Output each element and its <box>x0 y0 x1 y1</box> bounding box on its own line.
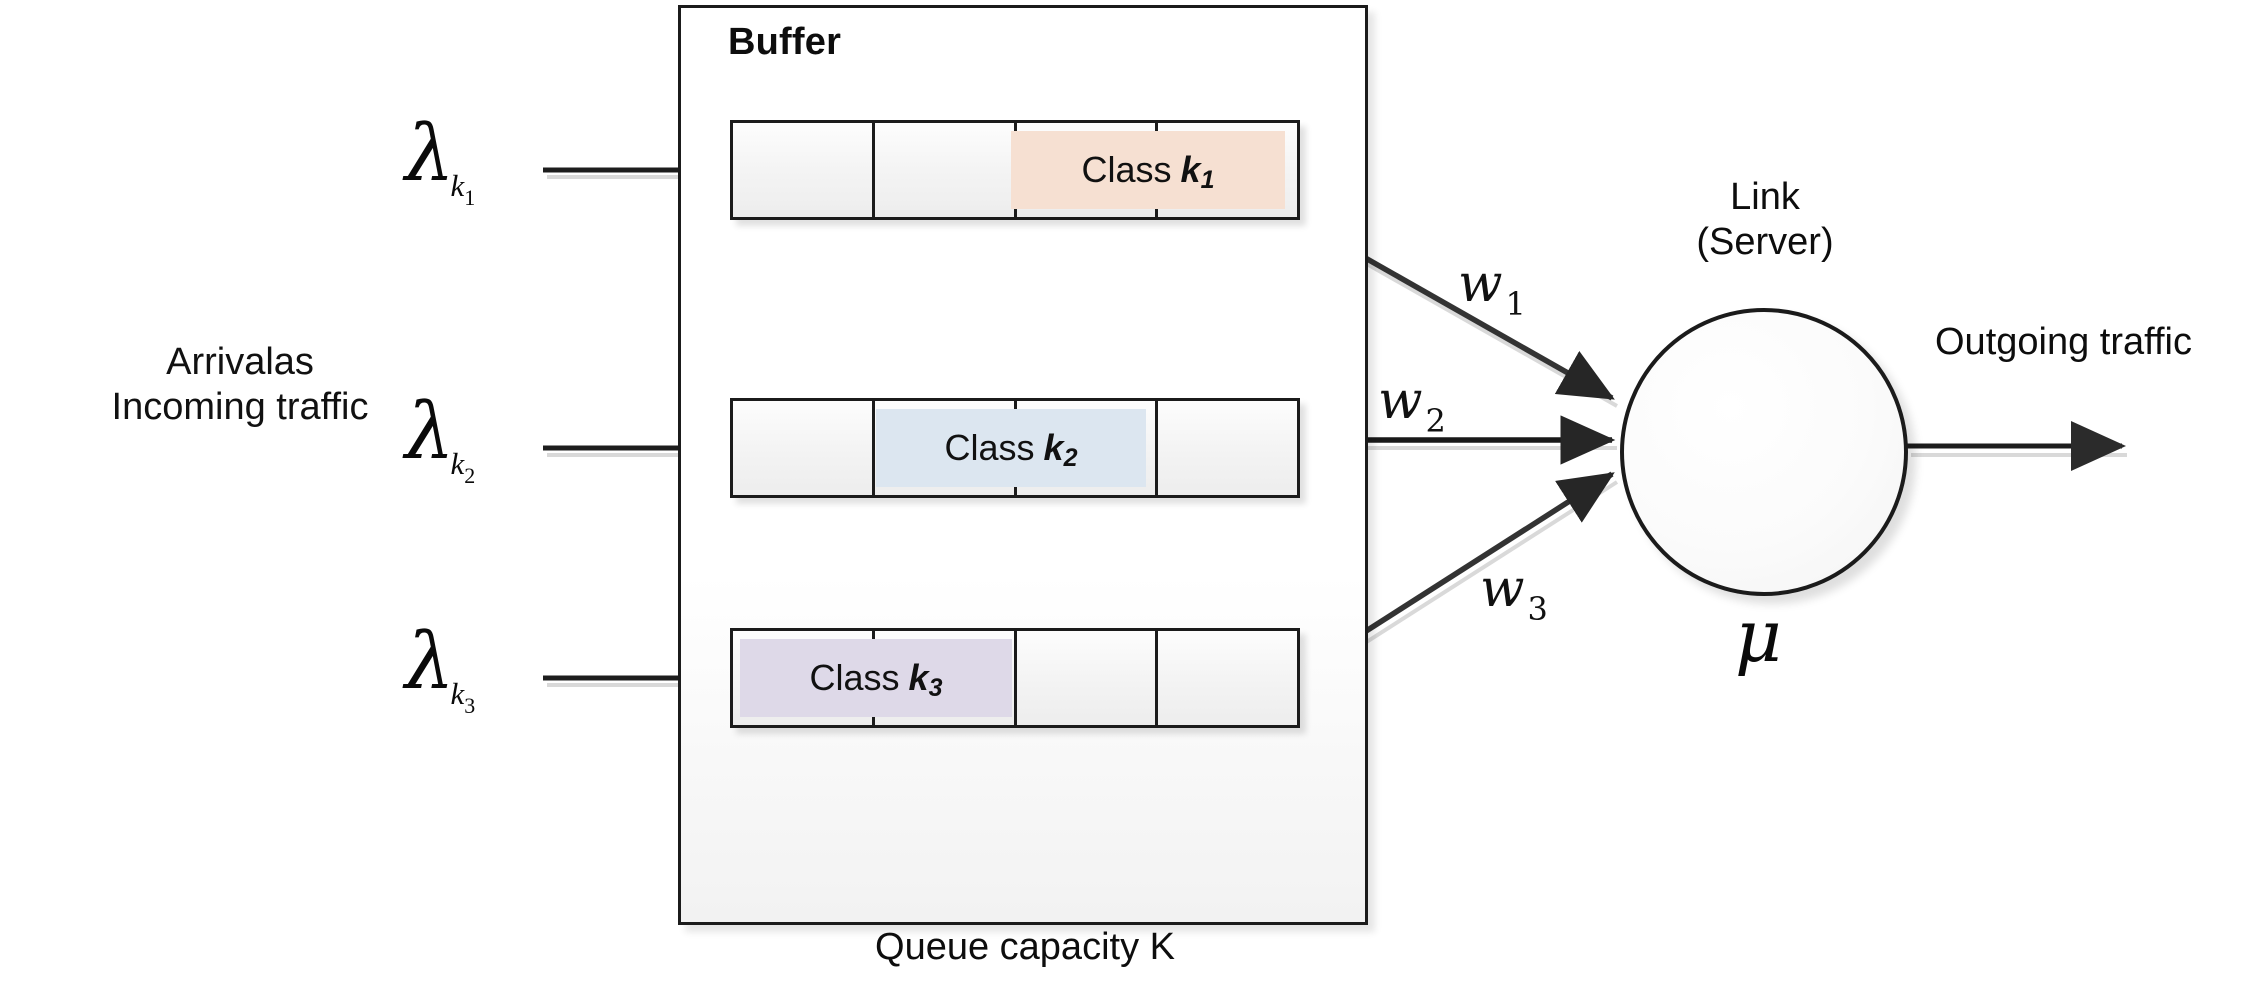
class-block-k3-label: Class <box>809 657 900 698</box>
arrivals-label-line2: Incoming traffic <box>111 385 369 428</box>
class-block-k3-symbol: k3 <box>908 657 943 702</box>
server-label: Link (Server) <box>1630 175 1900 265</box>
lambda-subscript-2: k2 <box>450 446 476 488</box>
arrivals-label: Arrivalas Incoming traffic <box>30 340 450 430</box>
outgoing-arrow <box>1906 421 2127 471</box>
weight-label-2: w2 <box>1378 371 1446 440</box>
class-block-k2-label: Class <box>944 427 1035 468</box>
lambda-glyph-2: λ <box>405 387 455 477</box>
arrival-rate-symbol-2: λk2 <box>405 393 479 487</box>
class-block-k2-symbol: k2 <box>1043 427 1078 472</box>
lambda-glyph-1: λ <box>405 109 455 199</box>
queue-cell <box>1158 631 1297 725</box>
queue-cell <box>733 123 875 217</box>
lambda-glyph-3: λ <box>405 617 455 707</box>
service-rate-symbol: μ <box>1735 594 1782 678</box>
outgoing-traffic-label: Outgoing traffic <box>1935 321 2193 363</box>
arrival-rate-symbol-1: λk1 <box>405 115 479 209</box>
lambda-subscript-3: k3 <box>450 676 476 718</box>
weight-label-1: w1 <box>1458 254 1526 323</box>
queue-cell <box>874 123 1017 217</box>
class-block-k1-symbol: k1 <box>1180 149 1215 194</box>
lambda-subscript-1: k1 <box>450 168 476 210</box>
server-node <box>1620 308 1908 596</box>
buffer-label: Buffer <box>728 21 842 63</box>
queue-capacity-caption: Queue capacity K <box>875 926 1175 968</box>
queue-cell <box>1158 401 1297 495</box>
arrivals-label-line1: Arrivalas <box>166 341 314 383</box>
weight-label-3: w3 <box>1480 559 1548 628</box>
server-label-line1: Link <box>1730 176 1800 218</box>
class-block-k1-label: Class <box>1081 149 1172 190</box>
queue-cell <box>1016 631 1159 725</box>
arrival-rate-symbol-3: λk3 <box>405 623 479 717</box>
server-label-line2: (Server) <box>1696 220 1834 263</box>
queue-cell <box>733 401 875 495</box>
